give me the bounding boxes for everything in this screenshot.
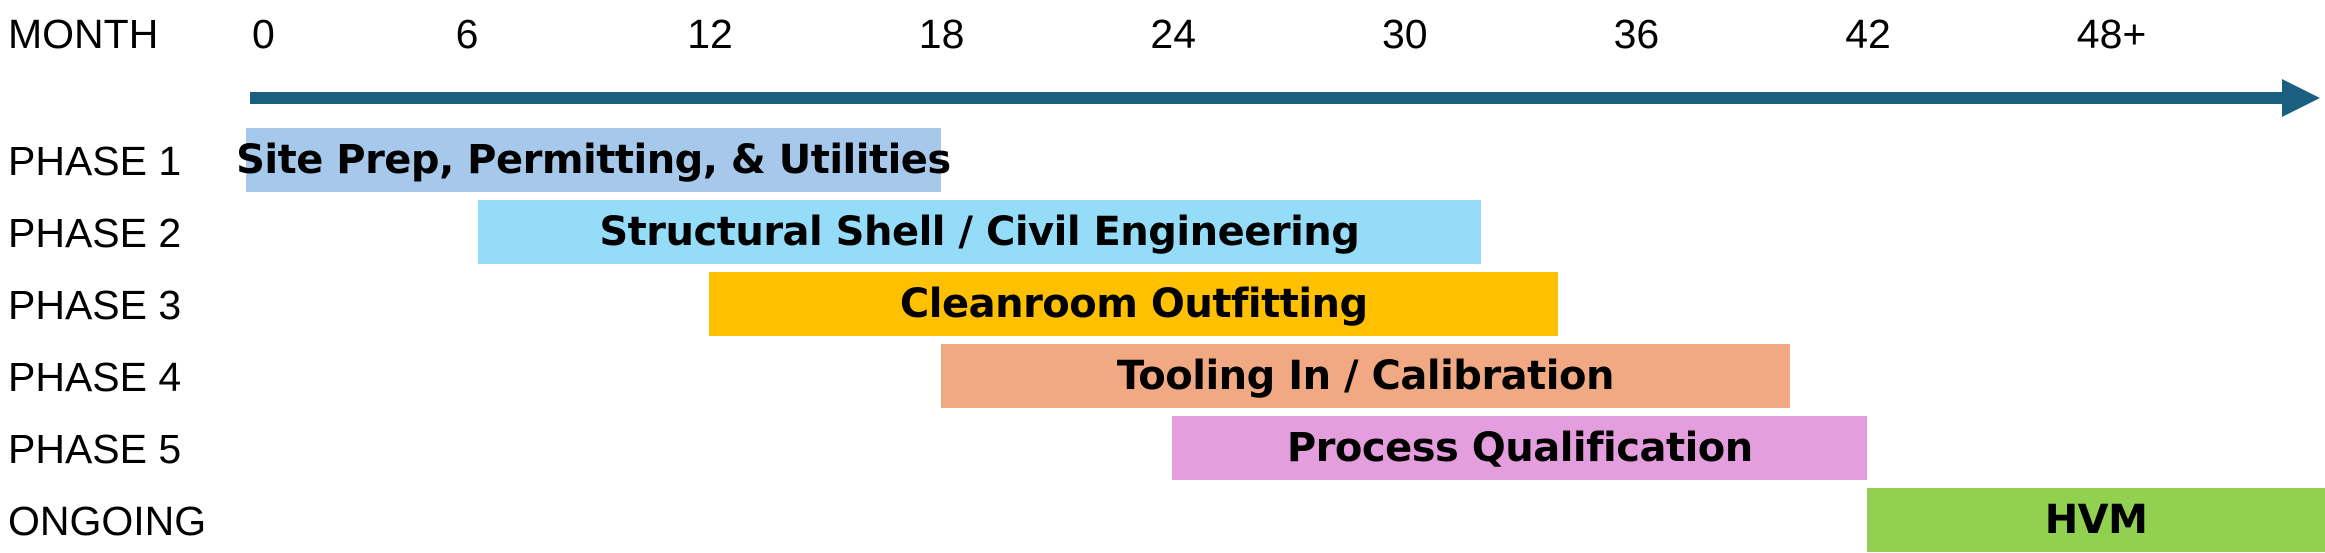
phase-row-label: ONGOING	[8, 498, 207, 544]
phase-bar: Cleanroom Outfitting	[709, 272, 1559, 336]
phase-bar-label: Structural Shell / Civil Engineering	[599, 209, 1360, 255]
tick-label: 48+	[2076, 11, 2147, 57]
phase-bar: Site Prep, Permitting, & Utilities	[236, 128, 951, 192]
phase-row-label: PHASE 3	[8, 282, 182, 328]
tick-label: 36	[1613, 11, 1660, 57]
phase-bar: Tooling In / Calibration	[940, 344, 1790, 408]
timeline-axis-line	[250, 92, 2290, 104]
tick-label: 6	[455, 11, 479, 57]
month-header-label: MONTH	[8, 11, 159, 57]
phase-row-label: PHASE 1	[8, 138, 182, 184]
phase-row-label: PHASE 4	[8, 354, 182, 400]
tick-label: 30	[1382, 11, 1428, 57]
phase-row-label: PHASE 2	[8, 210, 182, 256]
tick-label: 18	[918, 11, 965, 57]
phase-bar-label: Tooling In / Calibration	[1116, 353, 1615, 399]
phase-bar: Structural Shell / Civil Engineering	[477, 200, 1482, 264]
phase-row-label: PHASE 5	[8, 426, 182, 472]
tick-label: 24	[1150, 11, 1196, 57]
tick-label: 12	[687, 11, 733, 57]
phase-bar-label: Cleanroom Outfitting	[899, 281, 1368, 327]
phase-bar-label: Site Prep, Permitting, & Utilities	[236, 137, 951, 183]
tick-label: 42	[1845, 11, 1891, 57]
phase-bar: Process Qualification	[1172, 416, 1868, 480]
phase-bar-label: Process Qualification	[1286, 425, 1753, 471]
phase-bar: HVM	[1867, 488, 2325, 552]
arrow-right-icon	[2282, 79, 2320, 117]
phase-bar-label: HVM	[2044, 497, 2148, 543]
tick-label: 0	[252, 11, 275, 57]
